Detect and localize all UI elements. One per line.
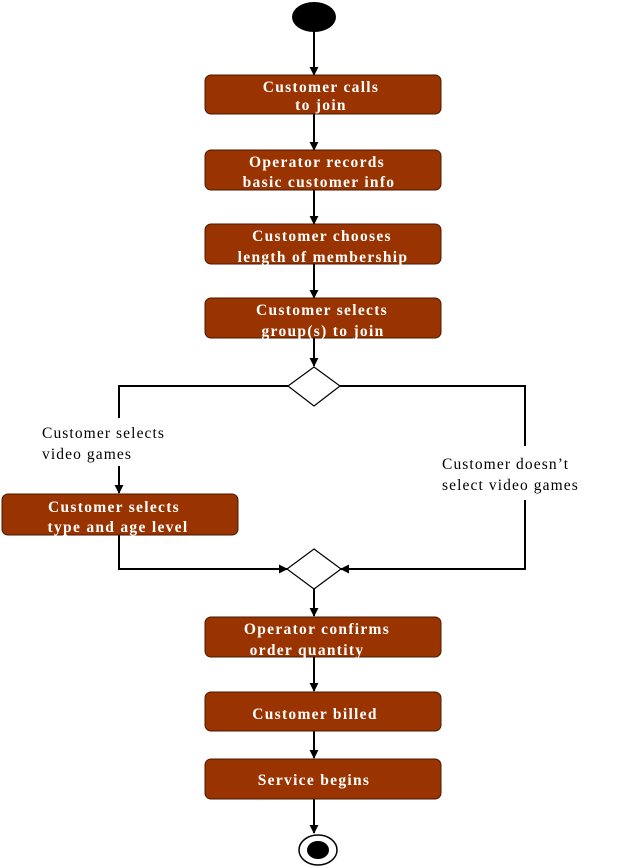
activity-line-2: length of membership <box>238 249 409 266</box>
decision-node <box>286 366 342 407</box>
final-node <box>298 834 338 866</box>
activity-line-1: Customer selects <box>256 302 388 319</box>
activity-line-2: order quantity <box>250 642 365 659</box>
activity-line-2: type and age level <box>48 519 189 536</box>
guard-doesnt-select-video-games: Customer doesn’t select video games <box>442 456 579 494</box>
flow-type-age-to-merge <box>118 535 288 574</box>
activity-customer-selects-groups: Customer selects group(s) to join <box>204 297 442 340</box>
guard-selects-video-games: Customer selects video games <box>42 425 165 463</box>
flow-decision-right-branch <box>340 385 526 446</box>
activity-customer-selects-type-age: Customer selects type and age level <box>1 493 239 536</box>
activity-customer-calls: Customer calls to join <box>204 74 442 115</box>
activity-label: Service begins <box>258 772 370 789</box>
initial-node <box>292 2 336 32</box>
activity-line-2: group(s) to join <box>262 323 385 340</box>
activity-line-2: basic customer info <box>243 174 396 191</box>
activity-line-1: Customer chooses <box>252 228 392 245</box>
activity-label: Customer billed <box>252 706 378 723</box>
activity-line-1: Customer selects <box>48 499 180 516</box>
activity-operator-confirms: Operator confirms order quantity <box>204 616 442 659</box>
activity-service-begins: Service begins <box>204 758 442 800</box>
activity-line-1: Operator records <box>249 154 385 171</box>
activity-line-1: Operator confirms <box>244 621 390 638</box>
activity-line-1: Customer calls <box>263 79 380 96</box>
guard-line-2: select video games <box>442 477 579 494</box>
merge-node <box>285 548 343 590</box>
flow-decision-left-branch <box>118 385 288 418</box>
activity-operator-records: Operator records basic customer info <box>204 149 442 191</box>
connectors <box>114 32 526 834</box>
activity-customer-chooses-length: Customer chooses length of membership <box>204 223 442 266</box>
guard-line-1: Customer doesn’t <box>442 456 569 473</box>
activity-line-2: to join <box>295 97 347 114</box>
guard-line-2: video games <box>42 446 132 463</box>
activity-customer-billed: Customer billed <box>204 691 442 732</box>
flow-right-to-merge <box>340 500 526 574</box>
guard-line-1: Customer selects <box>42 425 165 442</box>
